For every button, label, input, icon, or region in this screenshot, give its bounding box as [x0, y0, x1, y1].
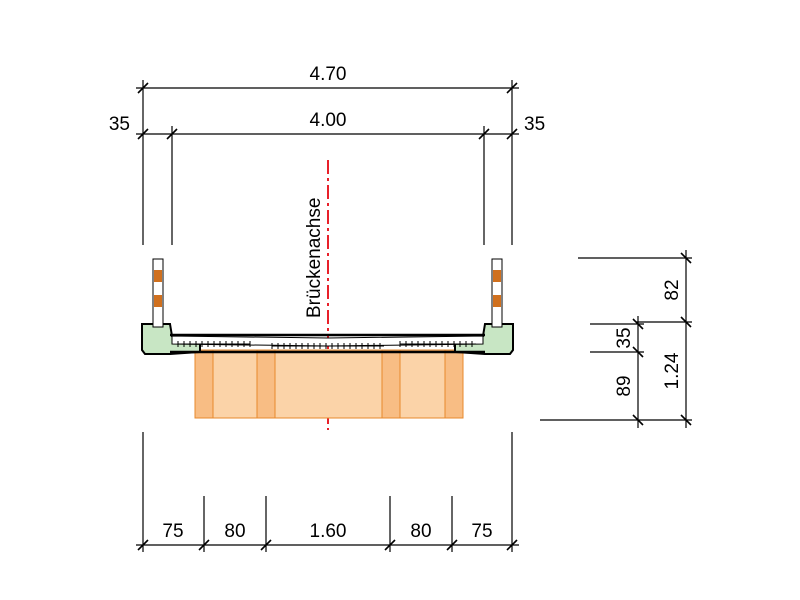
tick-inner-4 [506, 128, 518, 140]
railing-left [152, 258, 164, 328]
girder-web-4 [444, 349, 464, 419]
bridge-axis-label: Brückenachse [304, 198, 325, 318]
reinforcement-ticks [177, 341, 473, 349]
dim-total-depth: 1.24 [662, 352, 683, 389]
dim-railing-height: 82 [662, 279, 683, 300]
tick-overall-right [506, 82, 518, 94]
girder-body [194, 349, 464, 419]
tick-b-6 [506, 539, 518, 551]
dim-bottom-1: 75 [162, 521, 183, 542]
tick-inner-3 [478, 128, 490, 140]
dim-overall-width: 4.70 [310, 64, 347, 85]
dim-deck-edge: 35 [614, 327, 635, 348]
railing-group [152, 258, 503, 328]
tick-ri-3 [632, 414, 644, 426]
tick-inner-1 [137, 128, 149, 140]
tick-overall-left [137, 82, 149, 94]
girder-web-1 [194, 349, 214, 419]
tick-ri-1 [632, 318, 644, 330]
dim-bottom-4: 80 [410, 521, 431, 542]
tick-ri-2 [632, 346, 644, 358]
girder-web-2 [256, 349, 276, 419]
tick-inner-2 [166, 128, 178, 140]
tick-b-5 [446, 539, 458, 551]
tick-b-4 [384, 539, 396, 551]
girder-group [194, 349, 464, 419]
dim-bottom-2: 80 [224, 521, 245, 542]
tick-ro-2 [680, 316, 692, 328]
dim-bottom-5: 75 [471, 521, 492, 542]
dim-girder-depth: 89 [614, 375, 635, 396]
tick-b-3 [260, 539, 272, 551]
right-dimension-group: 82 1.24 35 89 [540, 250, 692, 428]
dim-right-edge: 35 [524, 114, 545, 135]
bottom-dimension-group: 75 80 1.60 80 75 [136, 432, 519, 552]
dim-inner-width: 4.00 [310, 110, 347, 131]
dim-left-edge: 35 [109, 114, 130, 135]
tick-ro-1 [680, 252, 692, 264]
top-dimension-group: 4.70 4.00 35 35 [109, 64, 545, 245]
railing-right [491, 258, 503, 328]
tick-ro-3 [680, 414, 692, 426]
dim-bottom-3: 1.60 [310, 521, 347, 542]
deck-group [141, 323, 514, 355]
girder-web-3 [381, 349, 401, 419]
tick-b-1 [137, 539, 149, 551]
tick-b-2 [198, 539, 210, 551]
